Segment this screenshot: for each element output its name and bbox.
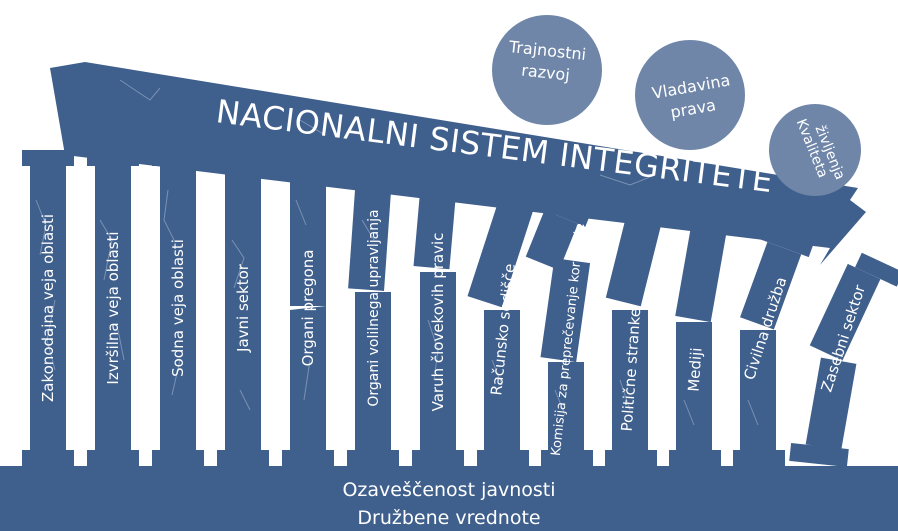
pillar-label: Mediji: [684, 347, 705, 392]
pillar: Izvršilna veja oblasti: [87, 150, 139, 466]
pillar: Zakonodajna veja oblasti: [22, 150, 74, 466]
goal-label-line-2: razvoj: [520, 61, 570, 85]
pillar-label: Javni sektor: [234, 263, 252, 353]
pillar: Komisija za preprečevanje korupcije: [525, 192, 593, 466]
pillar: Organi pregona: [282, 150, 334, 466]
goal-circle: Trajnostni razvoj: [492, 15, 602, 125]
pillar: Mediji: [669, 210, 737, 466]
pillar-label: Sodna veja oblasti: [169, 239, 187, 377]
pillar: Organi volilnega upravljanja: [347, 152, 402, 466]
foundation-line-1: Ozaveščenost javnosti: [342, 479, 555, 501]
pillar: Civilna družba: [733, 224, 815, 466]
pillar-label: Varuh človekovih pravic: [429, 233, 447, 412]
pillar-label: Zakonodajna veja oblasti: [39, 214, 57, 402]
pillar: Varuh človekovih pravic: [412, 159, 467, 466]
foundation: Ozaveščenost javnosti Družbene vrednote: [0, 466, 898, 531]
pillar: Sodna veja oblasti: [152, 150, 204, 466]
foundation-line-2: Družbene vrednote: [357, 507, 540, 529]
pillar: Zasebni sektor: [789, 252, 898, 467]
pillar: Politične stranke: [605, 192, 675, 466]
goal-circle: Vladavina prava: [635, 40, 745, 150]
pillar: Javni sektor: [217, 150, 269, 466]
pillar-label: Izvršilna veja oblasti: [104, 231, 122, 384]
pillar: Računsko sodišče: [467, 173, 549, 466]
goal-circle: Kvaliteta življenja: [769, 104, 861, 196]
pillar-label: Organi volilnega upravljanja: [366, 209, 382, 406]
pillar-label: Organi pregona: [299, 250, 317, 367]
